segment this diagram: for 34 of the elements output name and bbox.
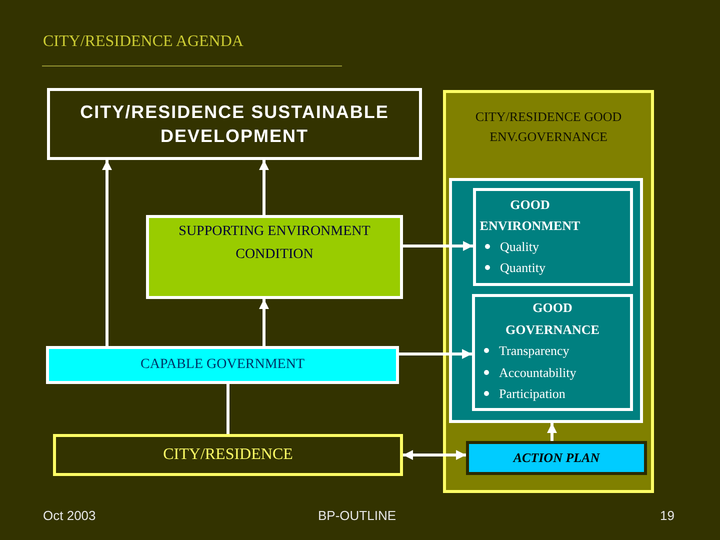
slide-title: CITY/RESIDENCE AGENDA	[43, 33, 244, 51]
group-panel	[443, 90, 654, 493]
process-box	[47, 88, 422, 160]
arrow	[259, 160, 269, 215]
box-heading: GOOD GOVERNANCE	[504, 299, 600, 338]
arrow	[399, 349, 472, 359]
box-label: SUPPORTING ENVIRONMENT CONDITION	[178, 223, 372, 264]
arrow	[547, 423, 557, 441]
list-item: Quality	[500, 238, 539, 256]
box-label: CITY/RESIDENCE	[163, 445, 293, 465]
list-item: Participation	[499, 385, 566, 403]
process-box	[146, 215, 403, 299]
list-box	[472, 294, 633, 411]
box-heading: GOOD ENVIRONMENT	[478, 196, 582, 235]
process-box	[46, 346, 399, 384]
process-box	[466, 441, 647, 475]
footer-text: BP-OUTLINE	[318, 508, 396, 524]
process-box	[53, 434, 403, 476]
arrow	[259, 299, 269, 346]
connector-line	[226, 384, 230, 434]
box-label: CITY/RESIDENCE SUSTAINABLE DEVELOPMENT	[79, 101, 390, 148]
box-label: CAPABLE GOVERNMENT	[140, 356, 304, 374]
arrow	[403, 241, 473, 251]
list-item: Transparency	[499, 342, 570, 360]
arrow	[102, 160, 112, 346]
page-number: 19	[660, 508, 674, 524]
arrow	[403, 450, 466, 460]
group-panel	[449, 178, 643, 423]
box-label: ACTION PLAN	[513, 449, 600, 467]
list-item: Quantity	[500, 259, 546, 277]
box-label: CITY/RESIDENCE GOOD ENV.GOVERNANCE	[474, 108, 623, 146]
date-label: Oct 2003	[43, 508, 96, 524]
list-box	[473, 188, 633, 286]
list-item: Accountability	[499, 364, 576, 382]
